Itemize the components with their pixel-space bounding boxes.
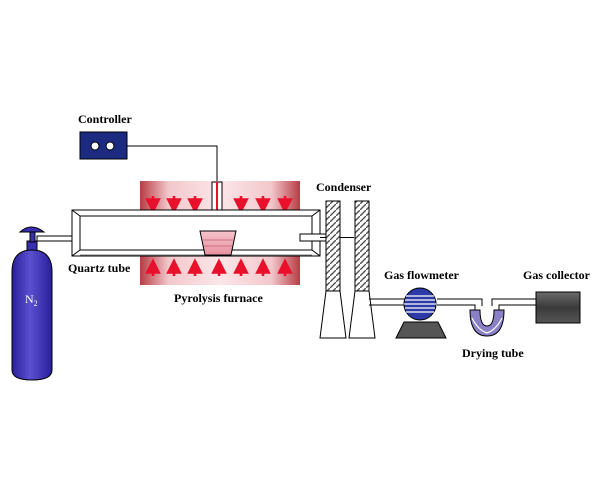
drying-tube [469,309,505,337]
cylinder-label: N2 [25,292,38,308]
pyrolysis-furnace-label: Pyrolysis furnace [174,291,263,305]
sample-boat [199,230,237,256]
condenser-right [348,200,376,339]
gas-collector-label: Gas collector [523,268,591,282]
heat-arrows-bottom [145,258,293,276]
quartz-tube [71,209,321,257]
controller-knob-left [90,141,100,151]
gas-flowmeter [395,287,447,339]
gas-flowmeter-label: Gas flowmeter [384,268,460,282]
controller-label: Controller [78,112,132,126]
controller [79,131,128,160]
condenser-label: Condenser [316,180,372,194]
drying-tube-label: Drying tube [462,346,524,360]
quartz-tube-label: Quartz tube [68,261,131,275]
gas-line [369,298,536,306]
condenser-left [319,200,347,339]
nitrogen-cylinder [11,226,73,381]
controller-wire [127,145,218,182]
controller-knob-right [105,141,115,151]
heat-arrows-top [145,196,293,214]
gas-collector [535,291,581,324]
